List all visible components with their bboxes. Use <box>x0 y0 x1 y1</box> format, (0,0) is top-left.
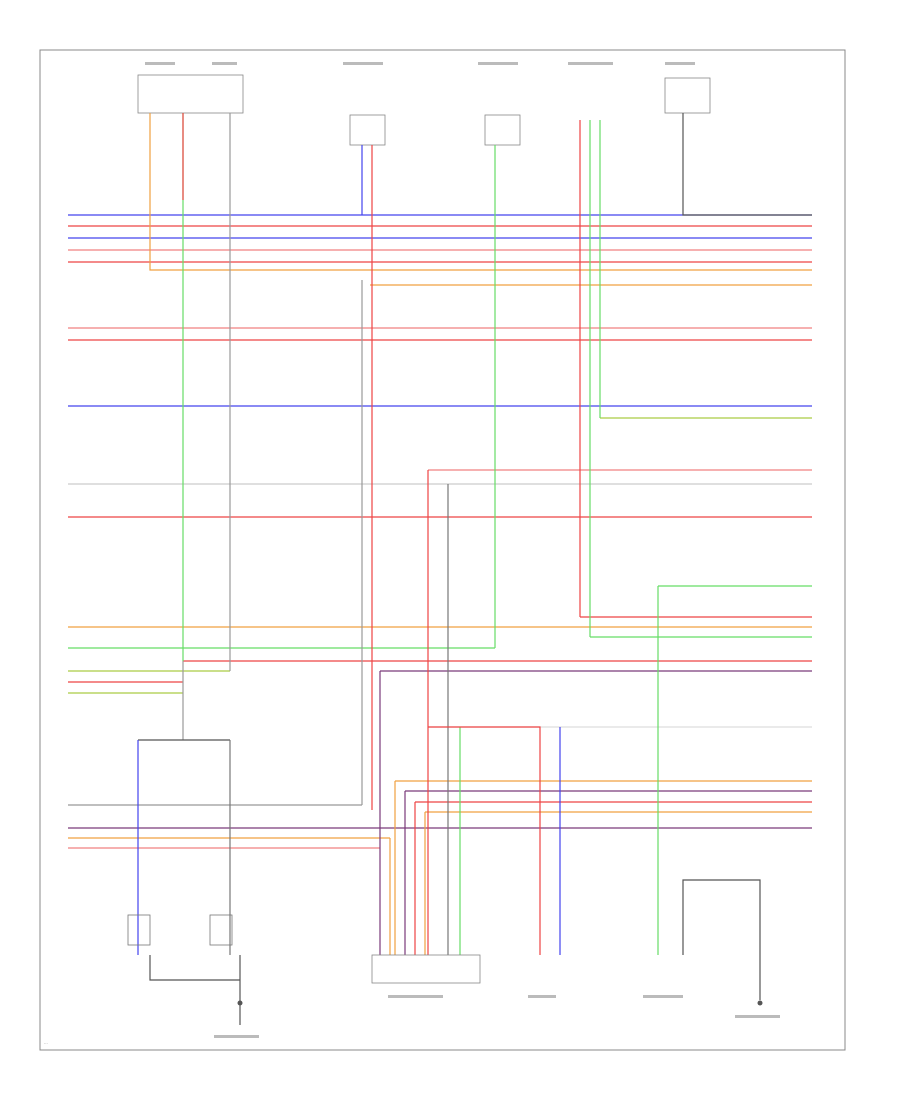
diagram-frame <box>39 49 846 1051</box>
vertical-wires <box>137 113 812 1025</box>
bus-lines <box>68 214 812 849</box>
page-marker: ... <box>44 1040 48 1045</box>
top-connectors <box>137 62 711 146</box>
bottom-components <box>127 914 780 1038</box>
